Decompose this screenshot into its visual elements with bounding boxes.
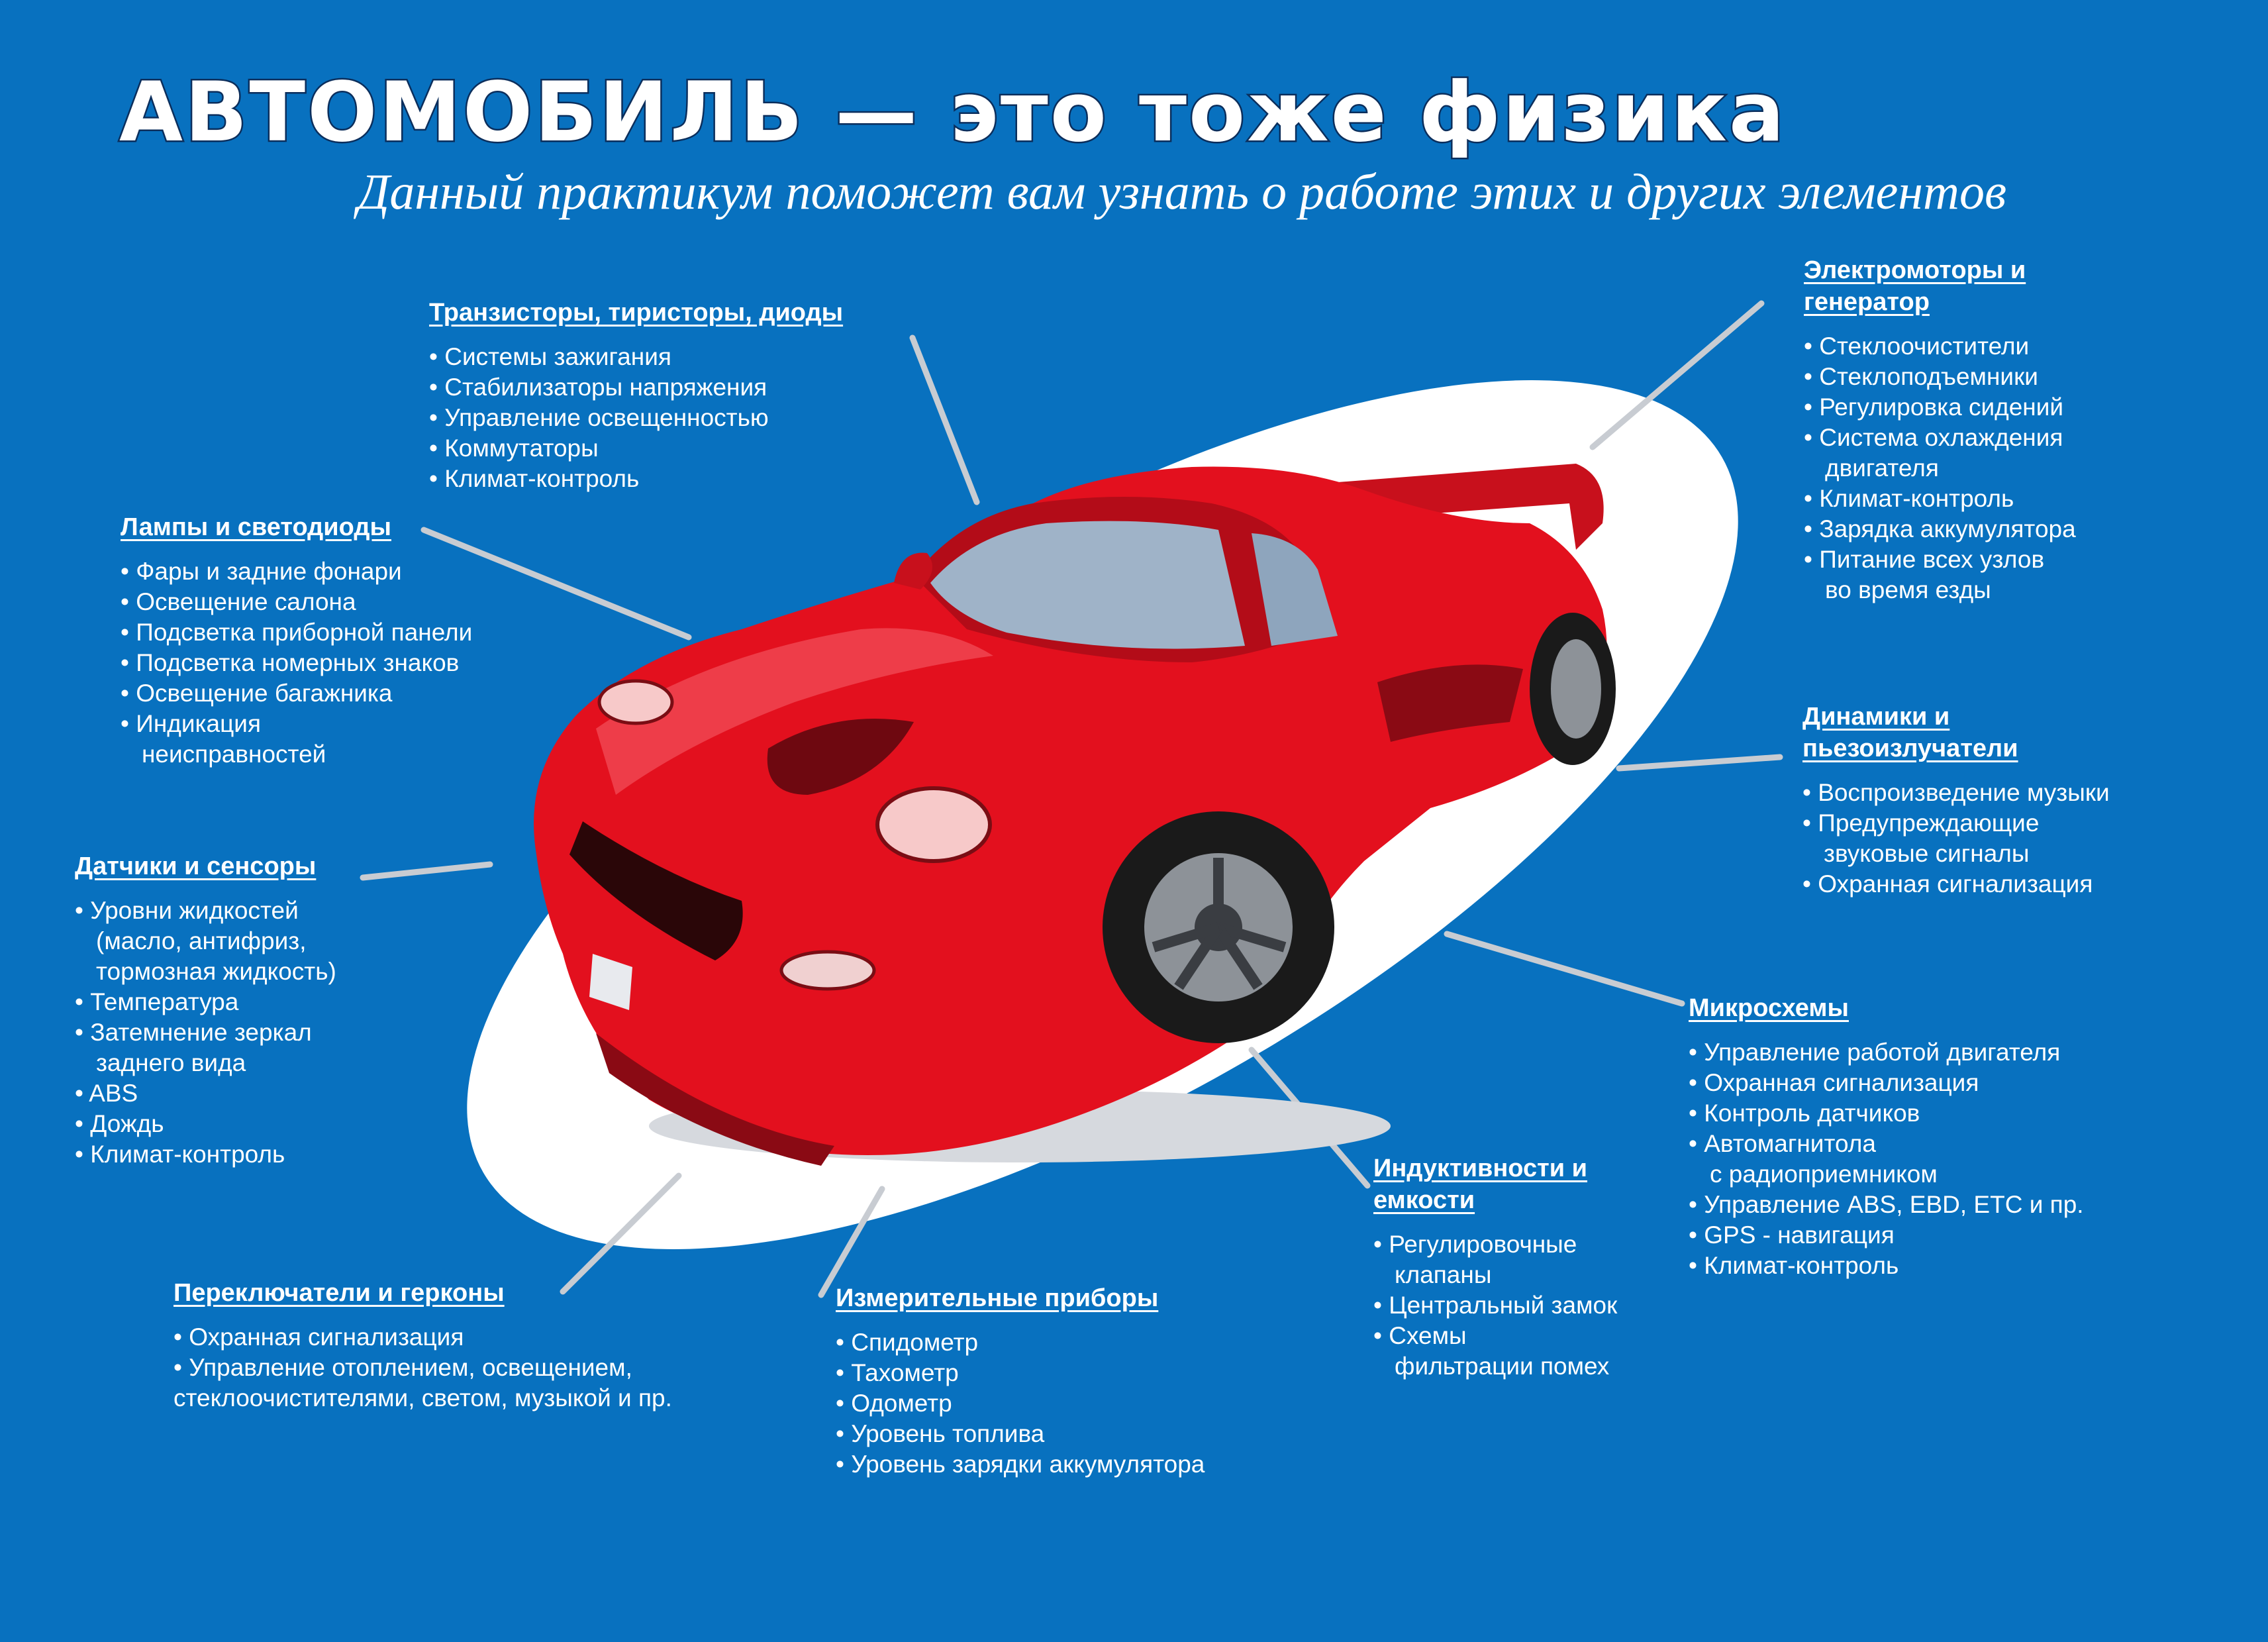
leader-line-instruments: [818, 1186, 885, 1298]
page-subtitle: Данный практикум поможет вам узнать о ра…: [358, 164, 2006, 220]
heading-line: Индуктивности и: [1373, 1155, 1588, 1182]
list-item: Коммутаторы: [429, 433, 843, 464]
list-item: Подсветка номерных знаков: [121, 648, 472, 678]
list-item: Системы зажигания: [429, 342, 843, 372]
heading-line: генератор: [1804, 288, 1930, 316]
list-item: Охранная сигнализация: [1802, 869, 2110, 899]
list-item: Управление освещенностью: [429, 403, 843, 433]
section-list: Стеклоочистители Стеклоподъемники Регули…: [1804, 331, 2076, 605]
section-heading: Датчики и сенсоры: [75, 852, 317, 880]
list-item: Система охлаждения двигателя: [1804, 423, 2076, 484]
section-list: Фары и задние фонари Освещение салона По…: [121, 556, 472, 770]
heading-line: Динамики и: [1802, 703, 1950, 731]
heading-line: Электромоторы и: [1804, 256, 2026, 284]
section-heading: Переключатели и герконы: [173, 1279, 505, 1307]
list-item: Одометр: [836, 1388, 1205, 1419]
list-item: Стабилизаторы напряжения: [429, 372, 843, 403]
page-title: АВТОМОБИЛЬ — это тоже физика: [118, 65, 1787, 160]
section-list: Охранная сигнализация Управление отоплен…: [173, 1322, 672, 1413]
section-speakers: Динамики и пьезоизлучатели Воспроизведени…: [1802, 701, 2110, 899]
list-item: Фары и задние фонари: [121, 556, 472, 587]
list-item: Уровень топлива: [836, 1419, 1205, 1449]
list-item: Управление отоплением, освещением, стекл…: [173, 1353, 672, 1413]
section-instruments: Измерительные приборы Спидометр Тахометр…: [836, 1282, 1205, 1480]
leader-lines: [360, 300, 1783, 1298]
leader-line-chips: [1444, 931, 1685, 1007]
list-item: Охранная сигнализация: [1689, 1068, 2084, 1098]
section-heading: Транзисторы, тиристоры, диоды: [429, 299, 844, 327]
section-list: Уровни жидкостей (масло, антифриз, тормо…: [75, 896, 336, 1170]
list-item: Регулировка сидений: [1804, 392, 2076, 423]
list-item: Подсветка приборной панели: [121, 617, 472, 648]
list-item: Питание всех узлов во время езды: [1804, 544, 2076, 605]
list-item: Схемы фильтрации помех: [1373, 1321, 1617, 1382]
list-item: Спидометр: [836, 1327, 1205, 1358]
list-item: Климат-контроль: [1689, 1251, 2084, 1281]
list-item: Автомагнитола с радиоприемником: [1689, 1129, 2084, 1190]
leader-line-lamps: [420, 527, 692, 641]
list-item: Уровень зарядки аккумулятора: [836, 1449, 1205, 1480]
section-list: Управление работой двигателя Охранная си…: [1689, 1037, 2084, 1281]
section-list: Системы зажигания Стабилизаторы напряжен…: [429, 342, 843, 494]
list-item: Тахометр: [836, 1358, 1205, 1388]
section-heading: Электромоторы и генератор: [1804, 254, 2076, 318]
list-item: Воспроизведение музыки: [1802, 778, 2109, 808]
section-list: Спидометр Тахометр Одометр Уровень топли…: [836, 1327, 1205, 1480]
list-item: Охранная сигнализация: [173, 1322, 672, 1353]
leader-line-speakers: [1616, 754, 1783, 772]
section-list: Регулировочные клапаны Центральный замок…: [1373, 1229, 1617, 1382]
red-sports-car: [534, 464, 1616, 1166]
list-item: Зарядка аккумулятора: [1804, 514, 2075, 544]
section-heading: Динамики и пьезоизлучатели: [1802, 701, 2110, 764]
list-item: Центральный замок: [1373, 1290, 1617, 1321]
section-switches: Переключатели и герконы Охранная сигнали…: [173, 1277, 672, 1413]
section-sensors: Датчики и сенсоры Уровни жидкостей (масл…: [75, 850, 336, 1170]
section-heading: Измерительные приборы: [836, 1284, 1159, 1312]
section-motors: Электромоторы и генератор Стеклоочистител…: [1804, 254, 2076, 605]
list-item: Стеклоподъемники: [1804, 362, 2076, 392]
list-item: Индикация неисправностей: [121, 709, 472, 770]
list-item: Климат-контроль: [75, 1139, 336, 1170]
list-item: Регулировочные клапаны: [1373, 1229, 1617, 1290]
section-heading: Лампы и светодиоды: [121, 513, 391, 541]
list-item: Затемнение зеркал заднего вида: [75, 1017, 336, 1078]
leader-line-switches: [560, 1172, 682, 1295]
list-item: Освещение салона: [121, 587, 472, 617]
heading-line: пьезоизлучатели: [1802, 735, 2018, 762]
list-item: Дождь: [75, 1109, 336, 1139]
list-item: Предупреждающие звуковые сигналы: [1802, 808, 2110, 869]
list-item: Управление ABS, EBD, ETC и пр.: [1689, 1190, 2083, 1220]
list-item: GPS - навигация: [1689, 1220, 2084, 1251]
list-item: Уровни жидкостей (масло, антифриз, тормо…: [75, 896, 336, 987]
leader-line-motors: [1589, 300, 1765, 450]
leader-line-transistors: [909, 334, 980, 505]
section-list: Воспроизведение музыки Предупреждающие з…: [1802, 778, 2110, 899]
list-item: ABS: [75, 1078, 336, 1109]
list-item: Климат-контроль: [1804, 484, 2076, 514]
heading-line: емкости: [1373, 1186, 1475, 1214]
list-item: Климат-контроль: [429, 464, 843, 494]
section-chips: Микросхемы Управление работой двигателя …: [1689, 992, 2084, 1281]
section-lamps: Лампы и светодиоды Фары и задние фонари …: [121, 511, 472, 770]
section-heading: Микросхемы: [1689, 994, 1849, 1022]
list-item: Контроль датчиков: [1689, 1098, 2084, 1129]
leader-line-sensors: [360, 861, 493, 881]
section-heading: Индуктивности и емкости: [1373, 1153, 1617, 1216]
section-inductance: Индуктивности и емкости Регулировочные кл…: [1373, 1153, 1617, 1382]
list-item: Температура: [75, 987, 336, 1017]
list-item: Стеклоочистители: [1804, 331, 2076, 362]
list-item: Освещение багажника: [121, 678, 472, 709]
list-item: Управление работой двигателя: [1689, 1037, 2084, 1068]
section-transistors: Транзисторы, тиристоры, диоды Системы за…: [429, 297, 843, 494]
